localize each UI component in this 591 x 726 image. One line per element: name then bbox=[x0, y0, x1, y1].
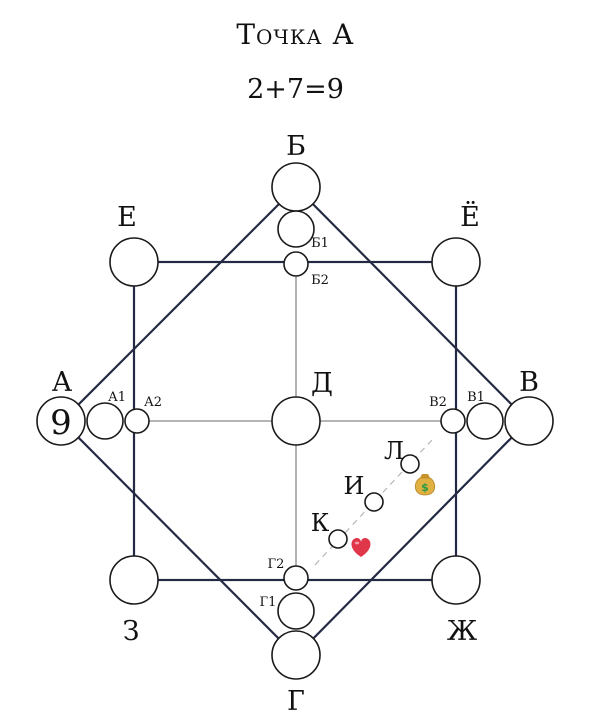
label-b: Б bbox=[286, 131, 306, 162]
circle-v1 bbox=[466, 402, 504, 440]
label-b2: Б2 bbox=[311, 273, 329, 288]
circle-z bbox=[109, 555, 159, 605]
label-b1: Б1 bbox=[311, 236, 329, 251]
circle-k bbox=[328, 529, 348, 549]
circle-a bbox=[36, 396, 86, 446]
circle-v bbox=[504, 396, 554, 446]
label-i: И bbox=[344, 472, 365, 500]
circle-b1 bbox=[277, 210, 315, 248]
circle-b2 bbox=[283, 251, 309, 277]
value-a: 9 bbox=[50, 403, 72, 443]
label-g2: Г2 bbox=[268, 557, 285, 572]
circle-l bbox=[400, 454, 420, 474]
circle-g1 bbox=[277, 592, 315, 630]
label-v: В bbox=[519, 367, 539, 398]
circle-g2 bbox=[283, 565, 309, 591]
circle-yo bbox=[431, 237, 481, 287]
circle-b bbox=[271, 162, 321, 212]
label-v2: В2 bbox=[429, 395, 447, 410]
circle-i bbox=[364, 492, 384, 512]
heart-icon bbox=[351, 538, 371, 557]
label-a1: А1 bbox=[108, 390, 126, 405]
circle-zh bbox=[431, 555, 481, 605]
label-a2: А2 bbox=[144, 395, 162, 410]
money-bag-icon: $ bbox=[414, 474, 436, 496]
circle-a1 bbox=[86, 402, 124, 440]
label-g1: Г1 bbox=[260, 595, 277, 610]
circle-g bbox=[271, 630, 321, 680]
circle-v2 bbox=[440, 408, 466, 434]
label-l: Л bbox=[384, 437, 404, 465]
circle-e bbox=[109, 237, 159, 287]
circle-d bbox=[271, 396, 321, 446]
page-title: Точка А bbox=[236, 18, 355, 51]
formula-text: 2+7=9 bbox=[247, 74, 344, 105]
label-e: Е bbox=[117, 202, 137, 233]
label-yo: Ё bbox=[460, 200, 480, 233]
svg-text:$: $ bbox=[421, 481, 429, 494]
label-g: Г bbox=[287, 686, 305, 717]
label-a: А bbox=[52, 367, 73, 398]
label-k: К bbox=[311, 509, 330, 537]
label-z: З bbox=[123, 616, 140, 647]
label-v1: В1 bbox=[467, 390, 485, 405]
circle-a2 bbox=[124, 408, 150, 434]
label-zh: Ж bbox=[447, 616, 478, 647]
label-d: Д bbox=[311, 368, 333, 399]
